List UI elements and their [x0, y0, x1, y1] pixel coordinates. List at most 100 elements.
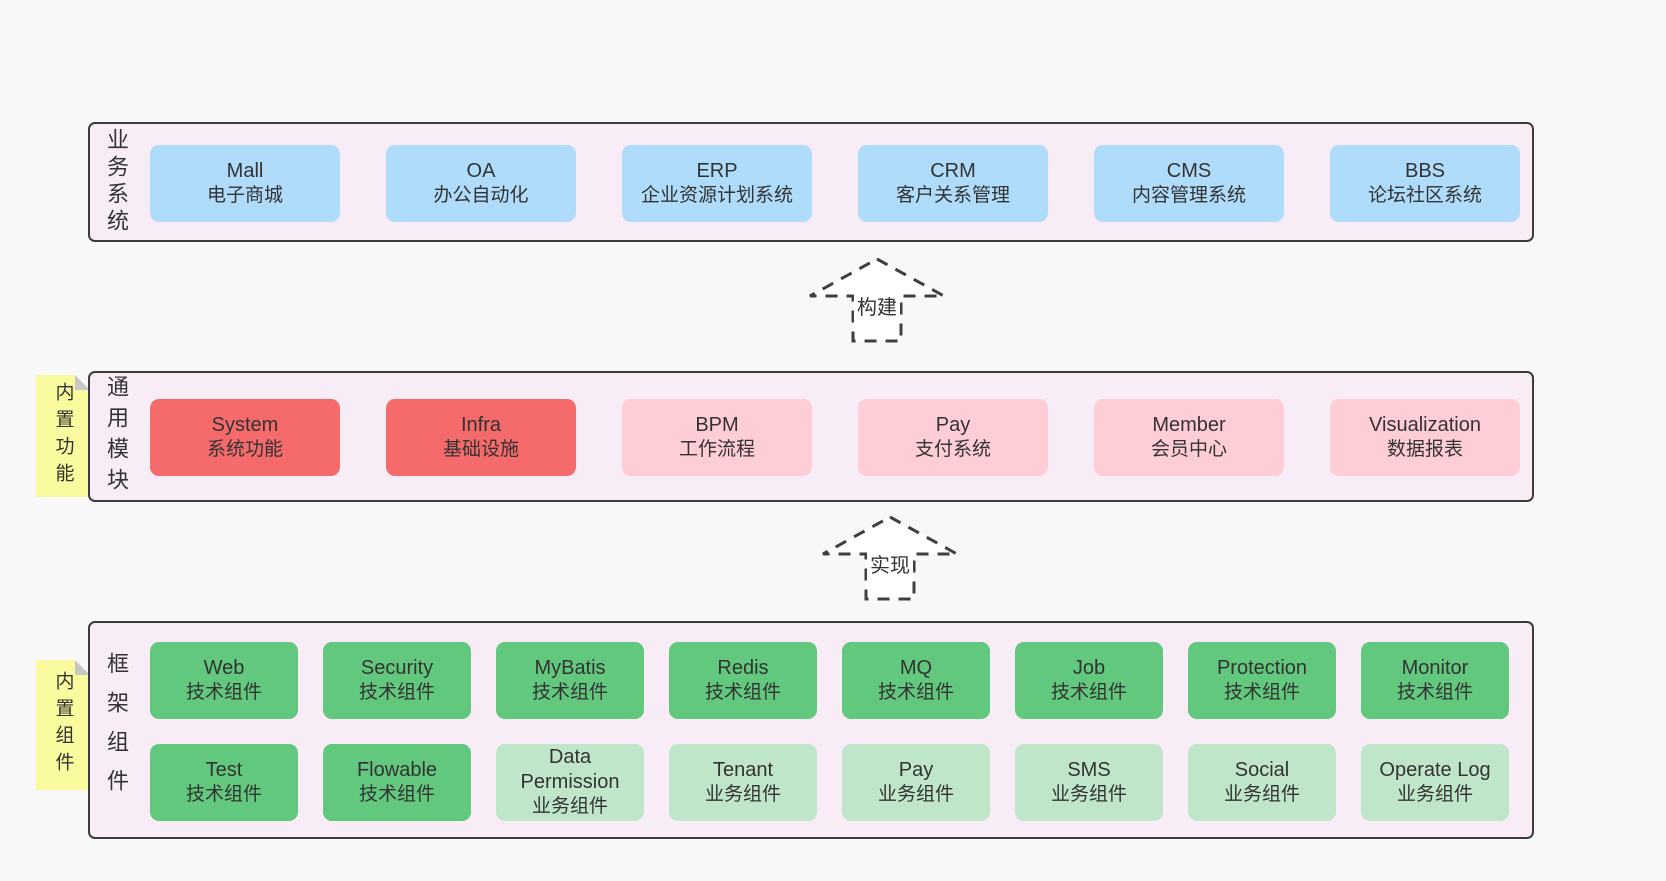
box-title: Operate Log — [1379, 758, 1491, 781]
box-cms: CMS 内容管理系统 — [1094, 145, 1284, 222]
box-subtitle: 业务组件 — [1223, 783, 1300, 805]
box-job: Job 技术组件 — [1015, 642, 1163, 719]
box-row: Mall 电子商城 OA 办公自动化 ERP 企业资源计划系统 CRM 客户关系… — [150, 145, 1520, 222]
box-subtitle: 工作流程 — [678, 438, 755, 460]
box-subtitle: 技术组件 — [1396, 681, 1473, 703]
box-title: Test — [205, 758, 243, 781]
box-web: Web 技术组件 — [150, 642, 298, 719]
box-subtitle: 业务组件 — [704, 783, 781, 805]
box-bbs: BBS 论坛社区系统 — [1330, 145, 1520, 222]
box-title: Redis — [717, 656, 769, 679]
box-subtitle: 客户关系管理 — [895, 184, 1010, 206]
box-infra: Infra 基础设施 — [386, 399, 576, 476]
box-tenant: Tenant 业务组件 — [669, 744, 817, 821]
box-subtitle: 会员中心 — [1150, 438, 1227, 460]
box-title: Security — [360, 656, 434, 679]
box-title: CMS — [1166, 159, 1212, 182]
box-subtitle: 业务组件 — [531, 796, 608, 818]
box-subtitle: 技术组件 — [704, 681, 781, 703]
box-subtitle: 技术组件 — [185, 681, 262, 703]
layer-label: 通用模块 — [104, 374, 129, 499]
box-subtitle: 技术组件 — [1050, 681, 1127, 703]
box-crm: CRM 客户关系管理 — [858, 145, 1048, 222]
box-subtitle: 企业资源计划系统 — [640, 184, 793, 206]
layer-business-systems: 业务系统 Mall 电子商城 OA 办公自动化 ERP 企业资源计划系统 CRM… — [88, 122, 1534, 242]
box-subtitle: 技术组件 — [185, 783, 262, 805]
box-title: MyBatis — [534, 656, 606, 679]
arrow-label: 实现 — [867, 551, 913, 581]
box-title: Tenant — [712, 758, 774, 781]
box-title: Member — [1152, 413, 1226, 436]
box-title: Pay — [935, 413, 971, 436]
box-title: Pay — [898, 758, 934, 781]
box-subtitle: 论坛社区系统 — [1367, 184, 1482, 206]
box-system: System 系统功能 — [150, 399, 340, 476]
box-social: Social 业务组件 — [1188, 744, 1336, 821]
box-subtitle: 办公自动化 — [433, 184, 529, 206]
box-title: BPM — [695, 413, 739, 436]
box-monitor: Monitor 技术组件 — [1361, 642, 1509, 719]
box-title: Protection — [1216, 656, 1308, 679]
layer-common-modules: 通用模块 System 系统功能 Infra 基础设施 BPM 工作流程 Pay… — [88, 371, 1534, 502]
box-title: CRM — [930, 159, 976, 182]
box-title: Web — [203, 656, 245, 679]
box-member: Member 会员中心 — [1094, 399, 1284, 476]
box-sms: SMS 业务组件 — [1015, 744, 1163, 821]
implement-arrow: 实现 — [819, 514, 961, 602]
box-title: ERP — [696, 159, 738, 182]
box-pay-component: Pay 业务组件 — [842, 744, 990, 821]
box-title: Infra — [460, 413, 502, 436]
box-row: Web 技术组件 Security 技术组件 MyBatis 技术组件 Redi… — [150, 642, 1509, 719]
box-visualization: Visualization 数据报表 — [1330, 399, 1520, 476]
box-title: Mall — [226, 159, 264, 182]
box-subtitle: 内容管理系统 — [1131, 184, 1246, 206]
box-redis: Redis 技术组件 — [669, 642, 817, 719]
sticky-note-builtin-features: 内置功能 — [36, 375, 90, 497]
box-title: Monitor — [1401, 656, 1469, 679]
box-flowable: Flowable 技术组件 — [323, 744, 471, 821]
box-mq: MQ 技术组件 — [842, 642, 990, 719]
box-subtitle: 业务组件 — [1050, 783, 1127, 805]
box-subtitle: 基础设施 — [442, 438, 519, 460]
box-erp: ERP 企业资源计划系统 — [622, 145, 812, 222]
box-protection: Protection 技术组件 — [1188, 642, 1336, 719]
box-test: Test 技术组件 — [150, 744, 298, 821]
box-subtitle: 系统功能 — [206, 438, 283, 460]
box-subtitle: 技术组件 — [1223, 681, 1300, 703]
box-title: System — [211, 413, 279, 436]
box-subtitle: 电子商城 — [206, 184, 283, 206]
box-subtitle: 技术组件 — [531, 681, 608, 703]
arrow-label: 构建 — [854, 293, 900, 323]
box-title: MQ — [899, 656, 933, 679]
box-subtitle: 业务组件 — [877, 783, 954, 805]
box-title: Flowable — [356, 758, 438, 781]
box-title: OA — [466, 159, 496, 182]
sticky-note-builtin-components: 内置组件 — [36, 660, 90, 790]
box-subtitle: 数据报表 — [1386, 438, 1463, 460]
box-subtitle: 技术组件 — [358, 783, 435, 805]
box-data-permission: Data Permission 业务组件 — [496, 744, 644, 821]
box-subtitle: 技术组件 — [358, 681, 435, 703]
box-mall: Mall 电子商城 — [150, 145, 340, 222]
build-arrow: 构建 — [806, 256, 948, 344]
box-title: Data Permission — [520, 746, 620, 794]
box-subtitle: 业务组件 — [1396, 783, 1473, 805]
box-subtitle: 技术组件 — [877, 681, 954, 703]
box-row: Test 技术组件 Flowable 技术组件 Data Permission … — [150, 744, 1509, 821]
layer-framework-components: 框架组件 Web 技术组件 Security 技术组件 MyBatis 技术组件… — [88, 621, 1534, 839]
box-security: Security 技术组件 — [323, 642, 471, 719]
layer-label: 框架组件 — [104, 652, 129, 808]
box-title: Social — [1234, 758, 1290, 781]
box-title: SMS — [1067, 758, 1111, 781]
box-mybatis: MyBatis 技术组件 — [496, 642, 644, 719]
box-subtitle: 支付系统 — [914, 438, 991, 460]
box-title: BBS — [1404, 159, 1446, 182]
box-bpm: BPM 工作流程 — [622, 399, 812, 476]
box-row: System 系统功能 Infra 基础设施 BPM 工作流程 Pay 支付系统… — [150, 399, 1520, 476]
box-operate-log: Operate Log 业务组件 — [1361, 744, 1509, 821]
box-title: Visualization — [1369, 413, 1481, 436]
note-text: 内置组件 — [52, 671, 74, 779]
box-title: Job — [1072, 656, 1106, 679]
box-oa: OA 办公自动化 — [386, 145, 576, 222]
